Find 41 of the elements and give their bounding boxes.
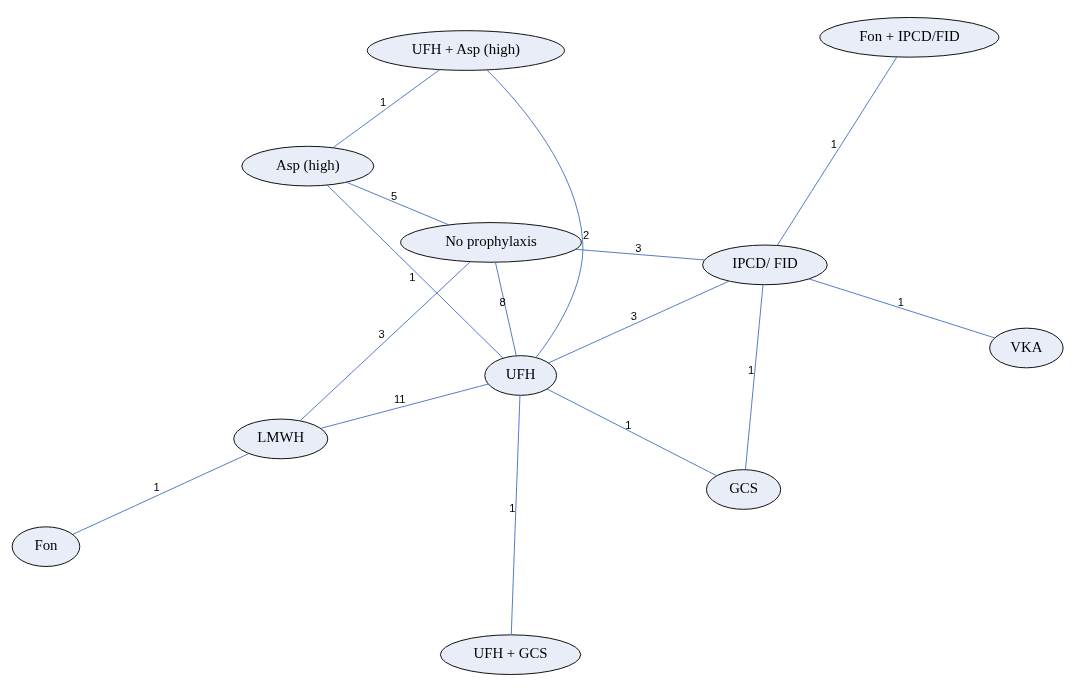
edge-label: 8 <box>499 295 506 308</box>
node-ellipse: Fon + IPCD/FID <box>819 16 1000 58</box>
connector <box>575 248 705 260</box>
node-ellipse: LMWH <box>233 418 329 459</box>
edge-label: 1 <box>830 137 837 150</box>
node-ellipse: UFH <box>484 354 558 396</box>
edge-label: 3 <box>630 309 638 322</box>
edge-label: 1 <box>897 295 904 308</box>
edge-label: 1 <box>153 480 160 493</box>
edge-label: 1 <box>747 363 755 376</box>
connector <box>745 283 764 470</box>
node-ellipse: Asp (high) <box>241 145 375 186</box>
connector <box>345 181 450 225</box>
connector <box>510 394 521 635</box>
node-ellipse: No prophylaxis <box>400 221 582 263</box>
node-ellipse: GCS <box>706 468 782 510</box>
edge-label: 1 <box>509 501 516 514</box>
connector <box>776 56 898 246</box>
edge-label: 11 <box>394 392 406 405</box>
node-ellipse: UFH + GCS <box>439 633 582 675</box>
connector <box>72 452 250 535</box>
node-ellipse: Fon <box>11 525 81 567</box>
connector <box>808 277 996 338</box>
edge-label: 1 <box>625 418 632 431</box>
connector <box>546 388 718 476</box>
connector <box>299 260 471 421</box>
edge-label: 5 <box>391 189 398 202</box>
connector <box>326 184 504 359</box>
connector <box>548 280 730 363</box>
edge-label: 3 <box>378 327 385 340</box>
connector <box>494 261 517 356</box>
node-ellipse: IPCD/ FID <box>702 244 828 285</box>
edge-label: 2 <box>582 228 590 241</box>
edge-label: 1 <box>409 270 416 283</box>
connector <box>320 383 489 429</box>
edge-label: 3 <box>635 241 642 254</box>
node-ellipse: UFH + Asp (high) <box>366 29 565 71</box>
edge-label: 1 <box>379 95 387 108</box>
connector <box>332 68 441 148</box>
node-ellipse: VKA <box>989 327 1064 368</box>
connector <box>486 68 584 358</box>
